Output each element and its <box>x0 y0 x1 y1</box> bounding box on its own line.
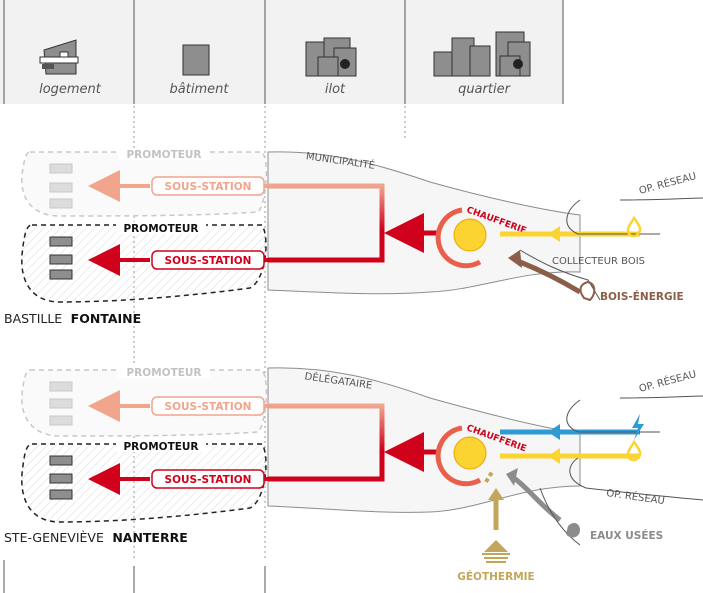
substation-label-bottom: SOUS-STATION <box>165 474 252 486</box>
district-zone <box>267 367 581 513</box>
column-dividers-bottom <box>3 560 266 593</box>
dwelling-icons-top <box>49 381 73 426</box>
logement-icon <box>39 39 79 75</box>
input-label-network-1: OP. RÉSEAU <box>637 367 697 395</box>
input-label-network-2: OP. RÉSEAU <box>606 486 666 507</box>
leaf-icon <box>579 280 596 302</box>
promoteur-zone-bottom <box>21 224 267 303</box>
flame-icon <box>626 215 642 238</box>
source-label-wastewater: EAUX USÉES <box>590 529 663 542</box>
substation-label-top: SOUS-STATION <box>165 181 252 193</box>
promoteur-label-bottom: PROMOTEUR <box>123 441 198 453</box>
input-label-wood: COLLECTEUR BOIS <box>552 256 645 267</box>
section-bastille: PROMOTEUR PROMOTEUR MUNICIPALITÉ SOUS-ST… <box>4 148 703 327</box>
scale-label-batiment: bâtiment <box>170 82 230 97</box>
source-label-geothermal: GÉOTHERMIE <box>457 570 534 583</box>
substation-bottom <box>151 469 265 489</box>
promoteur-label-bottom: PROMOTEUR <box>123 223 198 235</box>
quartier-icon <box>433 31 531 77</box>
plant-sun-icon <box>453 436 487 470</box>
site-name: STE-GENEVIÈVE NANTERRE <box>4 529 188 546</box>
dwelling-icons-top <box>49 163 73 209</box>
site-name: BASTILLE FONTAINE <box>4 310 141 327</box>
ilot-icon <box>305 37 357 77</box>
substation-bottom <box>151 250 265 270</box>
flame-icon <box>626 439 642 462</box>
plant-sun-icon <box>453 218 487 252</box>
input-label-network: OP. RÉSEAU <box>637 169 697 197</box>
water-drop-icon <box>566 523 580 538</box>
promoteur-zone-top <box>21 369 268 437</box>
column-dividers <box>3 0 564 104</box>
batiment-icon <box>182 44 210 76</box>
substation-top <box>151 176 265 196</box>
scale-label-quartier: quartier <box>458 82 512 97</box>
dwelling-icons-bottom <box>49 455 73 500</box>
substation-top <box>151 396 265 416</box>
lightning-icon <box>632 414 644 440</box>
substation-label-top: SOUS-STATION <box>165 401 252 413</box>
scale-label-logement: logement <box>39 82 102 97</box>
promoteur-label-top: PROMOTEUR <box>126 149 201 161</box>
substation-label-bottom: SOUS-STATION <box>165 255 252 267</box>
district-zone <box>267 151 581 295</box>
promoteur-label-top: PROMOTEUR <box>126 367 201 379</box>
geothermal-icon <box>482 540 510 563</box>
source-label-wood: BOIS-ÉNERGIE <box>600 290 684 303</box>
dwelling-icons-bottom <box>49 236 73 280</box>
section-ste-genevieve: PROMOTEUR PROMOTEUR DÉLÉGATAIRE SOUS-STA… <box>4 366 703 583</box>
promoteur-zone-bottom <box>21 443 267 523</box>
scale-label-ilot: ilot <box>325 82 346 97</box>
